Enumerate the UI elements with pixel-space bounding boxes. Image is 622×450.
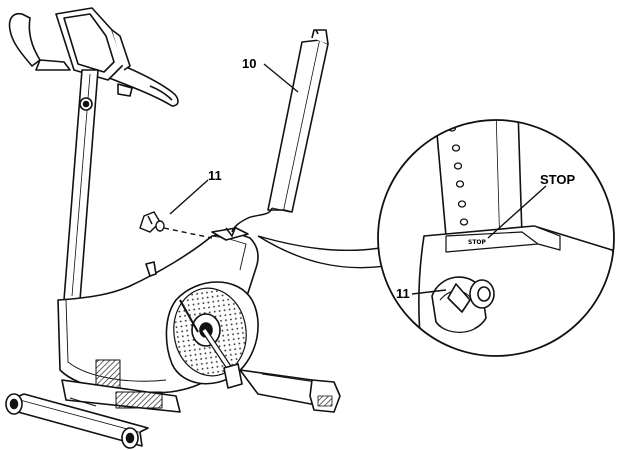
flywheel-cover: [166, 282, 258, 384]
magnifier-pointer: [258, 236, 386, 268]
part-10-seat-post: [268, 30, 328, 212]
exercise-bike: [6, 8, 340, 448]
rear-stabilizer: [240, 370, 340, 412]
detail-view: STOP: [378, 96, 622, 400]
part-11-adjustment-knob: [140, 212, 164, 232]
callout-stop: STOP: [540, 172, 575, 187]
callout-part-11: 11: [208, 168, 222, 183]
post-stop-stamp: STOP: [468, 239, 487, 246]
leader-part-10: [264, 64, 298, 92]
steering-column: [64, 70, 98, 300]
knob-insert-path: [164, 228, 212, 238]
callout-part-10: 10: [242, 56, 256, 71]
leader-part-11: [170, 180, 208, 214]
callout-part-11-detail: 11: [396, 286, 410, 301]
